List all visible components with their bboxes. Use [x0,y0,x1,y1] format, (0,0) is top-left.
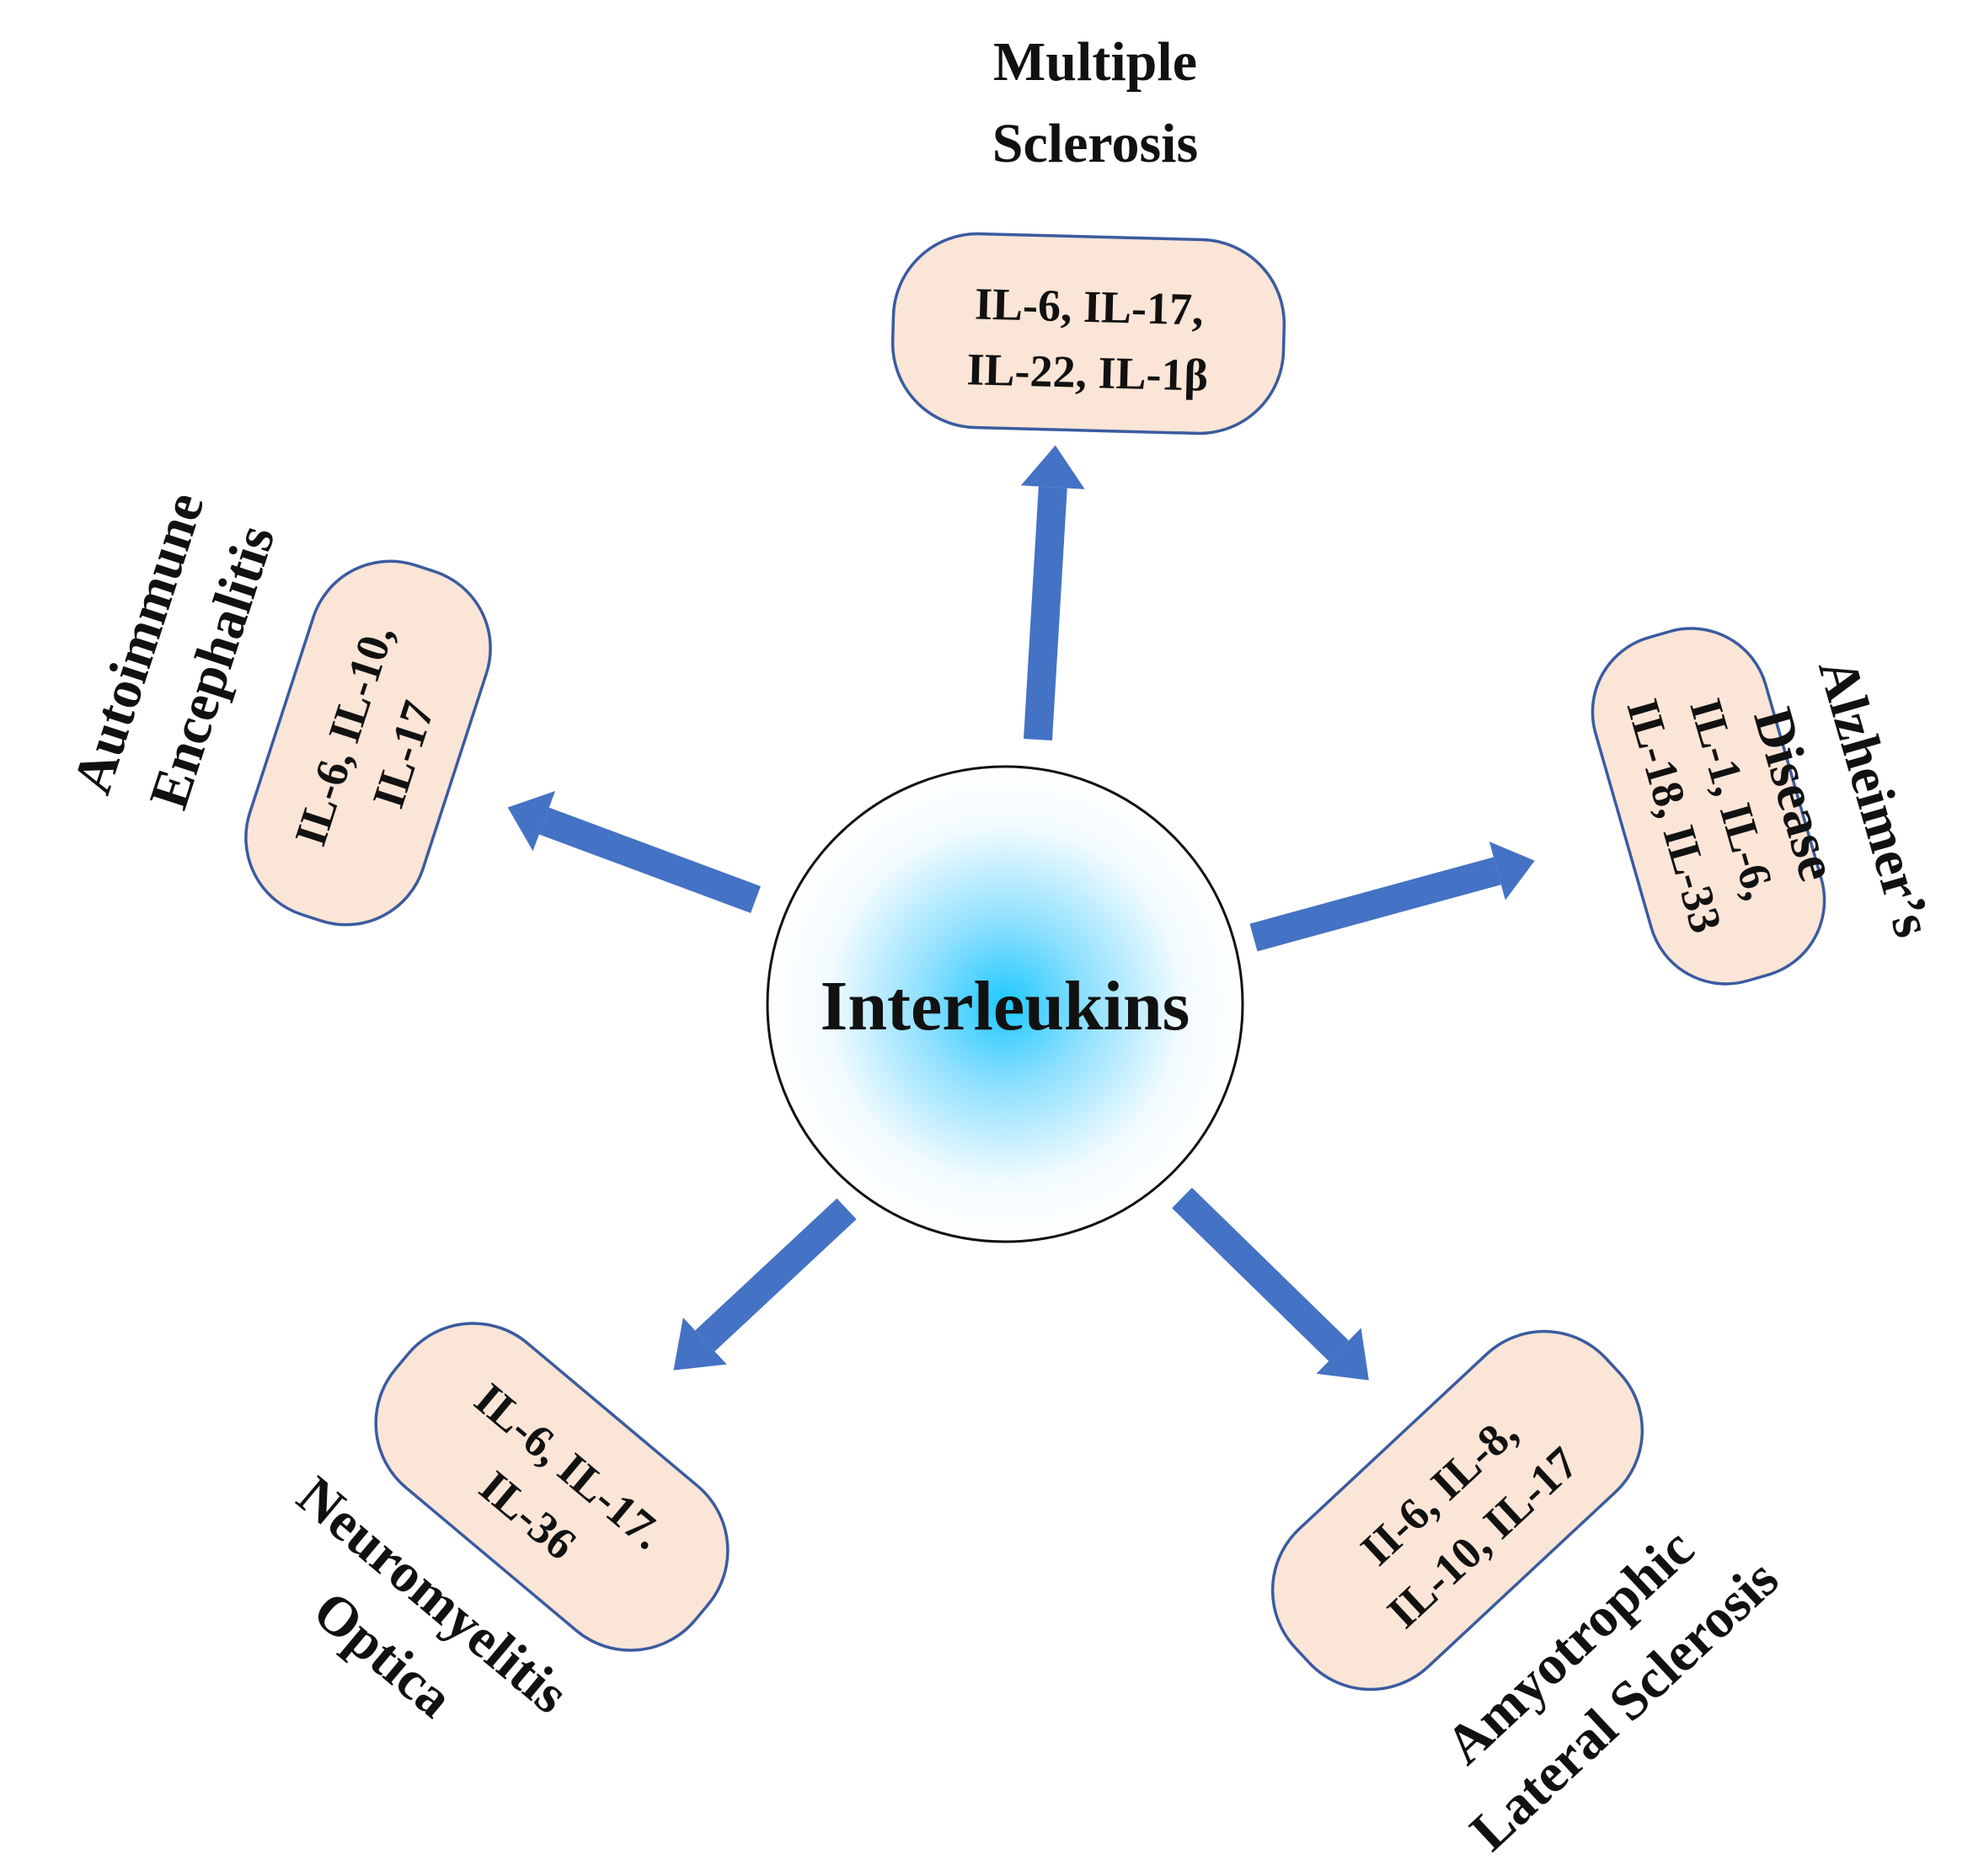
interleukin-line: IL-6, IL-17, [974,278,1204,334]
arrow-to-alzheimers [1249,842,1535,952]
interleukin-box [1591,627,1826,986]
arrow-to-autoimmune-encephalitis [507,790,761,913]
interleukin-box [244,559,492,927]
interleukin-box [374,1322,730,1652]
branch-amyotrophic-lateral-sclerosis: II-6, IL-8, IL-10, IL-17 Amyotrophic Lat… [1270,1329,1790,1863]
disease-label-line: Multiple [993,31,1197,93]
center-circle [766,765,1244,1243]
interleukin-box [890,232,1286,436]
branch-autoimmune-encephalitis: IL-6, IL-10, IL-17 Autoimmune Encephalit… [61,485,492,927]
branch-multiple-sclerosis: Multiple Sclerosis IL-6, IL-17, IL-22, I… [890,31,1286,436]
arrow-to-als [1172,1187,1369,1381]
arrow-to-multiple-sclerosis [1020,445,1085,741]
arrow-to-neuromyelitis [673,1198,857,1371]
branch-alzheimers-disease: IL-1, IL-6, IL-18, IL-33 Alzheimer’s Dis… [1591,627,1944,986]
interleukin-line: IL-22, IL-1β [966,344,1209,400]
disease-label-line: Sclerosis [992,113,1198,174]
center-label: Interleukins [821,967,1190,1045]
interleukin-box [1270,1329,1644,1692]
